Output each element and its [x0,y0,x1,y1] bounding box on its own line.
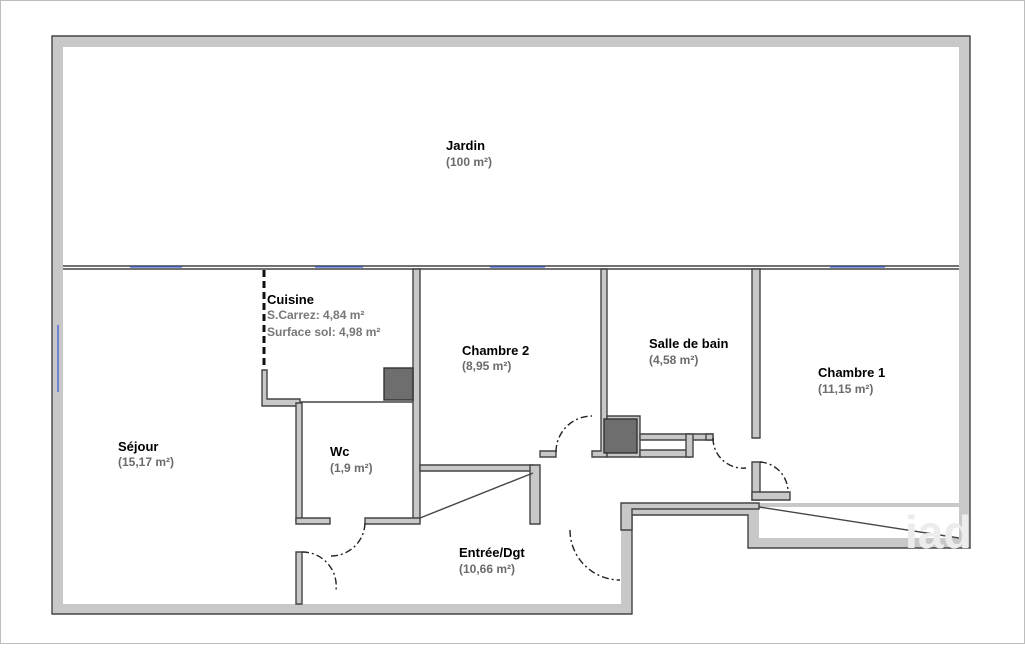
duct-icon [603,418,638,454]
room-area-chambre-1: (11,15 m²) [818,382,873,396]
door-swing [712,437,747,469]
duct-icon [383,367,414,401]
wall [419,464,534,472]
room-area-wc: (1,9 m²) [330,461,373,475]
wall [364,517,421,525]
wall [620,502,760,531]
room-label-wc: Wc [330,444,350,459]
wall [295,402,303,523]
room-label-jardin: Jardin [446,138,485,153]
room-label-chambre-1: Chambre 1 [818,365,885,380]
wall [295,551,303,605]
wall [639,433,714,441]
room-sol-cuisine: Surface sol: 4,98 m² [267,325,380,339]
wall [591,268,608,458]
room-carrez-cuisine: S.Carrez: 4,84 m² [267,308,364,322]
room-label-cuisine: Cuisine [267,292,314,307]
room-label-salle-de-bain: Salle de bain [649,336,729,351]
door-swing [301,551,337,591]
closet-diagonal [419,472,534,519]
wall [539,450,557,458]
watermark-logo: iad [905,506,971,558]
storage-diagonal [758,506,960,539]
wall [705,433,714,441]
wall [639,449,691,458]
door-swing [759,461,789,493]
wall [412,268,421,522]
room-area-salle-de-bain: (4,58 m²) [649,353,698,367]
room-area-chambre-2: (8,95 m²) [462,359,511,373]
room-area-sejour: (15,17 m²) [118,455,174,469]
wall [751,268,761,439]
room-area-jardin: (100 m²) [446,155,492,169]
interior-floor [63,47,959,604]
room-label-chambre-2: Chambre 2 [462,343,529,358]
wall [295,517,331,525]
wall [751,491,791,501]
wall [529,464,541,525]
room-label-entree: Entrée/Dgt [459,545,525,560]
room-label-sejour: Séjour [118,439,158,454]
door-swing [555,415,593,453]
wall [685,433,694,458]
room-area-entree: (10,66 m²) [459,562,515,576]
door-swing [330,521,366,557]
